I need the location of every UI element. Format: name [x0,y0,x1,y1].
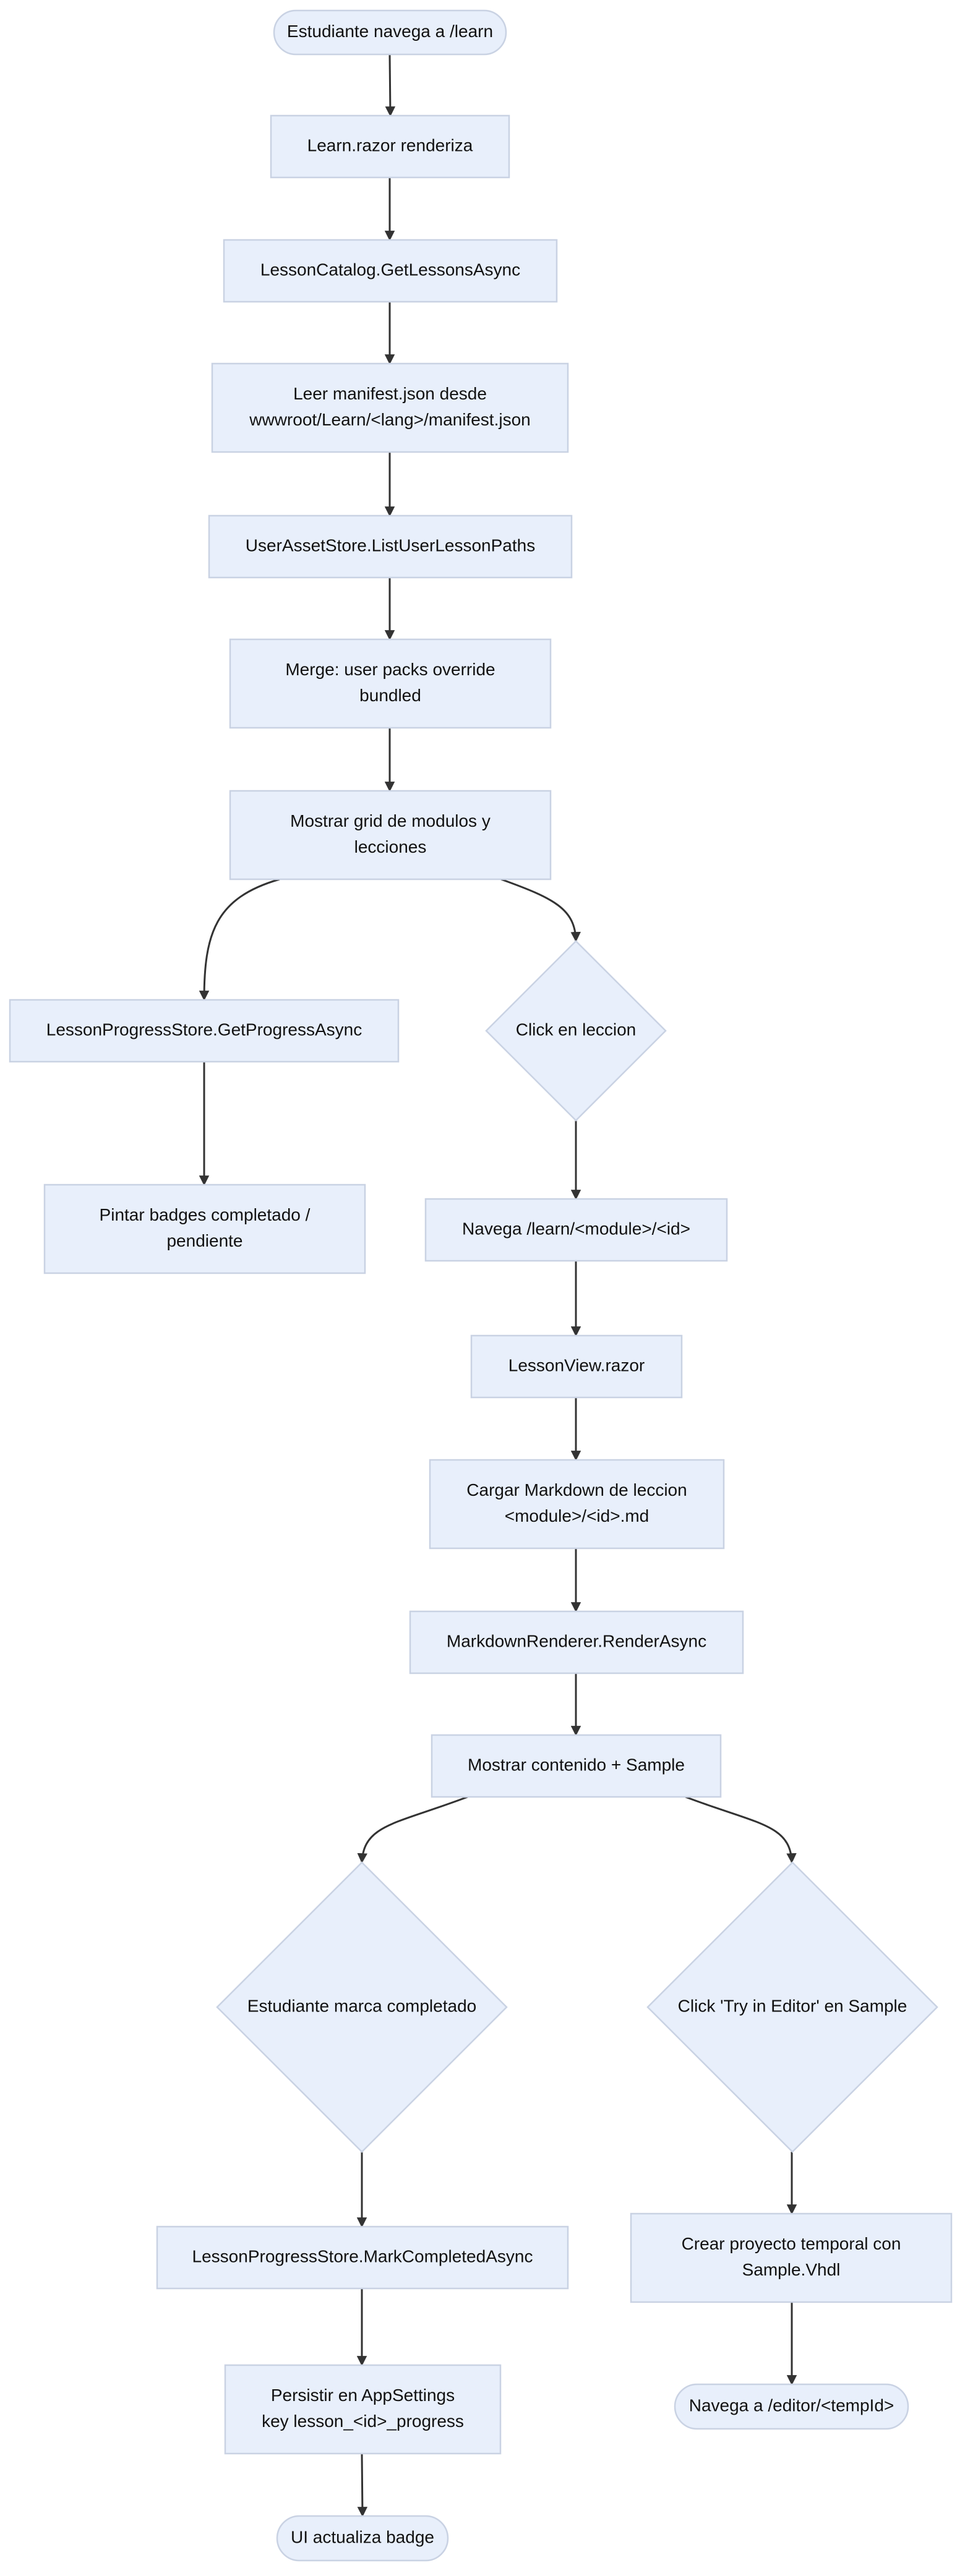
node-ui-update-badge: UI actualiza badge [276,2515,449,2562]
process-box [270,114,510,179]
process-box [156,2225,569,2290]
process-box [208,514,573,579]
node-lesson-view: LessonView.razor [470,1334,683,1399]
node-label-line: wwwroot/Learn/<lang>/manifest.json [249,410,530,429]
process-box [630,2212,953,2303]
node-label-line: Cargar Markdown de leccion [466,1480,687,1499]
process-box [431,1734,722,1798]
node-label-line: Learn.razor renderiza [307,135,473,155]
decision-diamond [646,1861,938,2153]
terminal-pill [276,2515,449,2562]
process-box [224,2364,502,2455]
node-label-line: Mostrar contenido + Sample [468,1755,685,1774]
node-label-line: Merge: user packs override [285,660,495,679]
node-get-progress: LessonProgressStore.GetProgressAsync [9,999,400,1063]
node-persist-settings: Persistir en AppSettings key lesson_<id>_… [224,2364,502,2455]
node-paint-badges: Pintar badges completado / pendiente [43,1184,366,1274]
node-label-line: LessonView.razor [508,1355,645,1375]
edge-show_content-to-mark_completed [357,1796,468,1864]
process-box [211,362,569,453]
process-box [429,1459,725,1550]
node-learn-razor: Learn.razor renderiza [270,114,510,179]
node-label-line: LessonCatalog.GetLessonsAsync [260,260,520,279]
node-read-manifest: Leer manifest.json desde wwwroot/Learn/<l… [211,362,569,453]
node-label-line: Sample.Vhdl [742,2260,841,2279]
node-label-line: Pintar badges completado / [100,1205,311,1224]
node-label-line: LessonProgressStore.GetProgressAsync [46,1020,362,1039]
terminal-pill [273,9,507,56]
node-label-line: bundled [359,686,421,705]
node-label-line: Persistir en AppSettings [271,2386,455,2405]
node-label-line: UI actualiza badge [291,2527,434,2546]
edges-layer [199,54,797,2517]
node-label-line: Mostrar grid de modulos y [290,811,491,830]
node-show-content: Mostrar contenido + Sample [431,1734,722,1798]
node-label-line: LessonProgressStore.MarkCompletedAsync [192,2246,533,2266]
node-try-editor: Click 'Try in Editor' en Sample [646,1861,938,2153]
node-label-line: Click en leccion [516,1020,637,1039]
node-label-line: Leer manifest.json desde [293,384,487,403]
node-label-line: <module>/<id>.md [505,1506,650,1525]
edge-show_content-to-try_editor [685,1796,797,1864]
node-label-line: UserAssetStore.ListUserLessonPaths [246,535,535,555]
node-label-line: Estudiante marca completado [247,1996,476,2015]
process-box [223,239,558,303]
node-show-grid: Mostrar grid de modulos y lecciones [229,790,552,881]
process-box [229,638,552,729]
node-label-line: pendiente [166,1231,242,1250]
edge-show_grid-to-click_lesson [500,878,581,942]
node-label-line: Estudiante navega a /learn [287,22,493,41]
node-start: Estudiante navega a /learn [273,9,507,56]
node-label-line: key lesson_<id>_progress [262,2412,464,2431]
node-mark-completed: Estudiante marca completado [216,1861,508,2153]
node-label-line: lecciones [354,837,427,856]
node-list-user-paths: UserAssetStore.ListUserLessonPaths [208,514,573,579]
node-label-line: Crear proyecto temporal con [682,2234,901,2253]
process-box [43,1184,366,1274]
node-render-markdown: MarkdownRenderer.RenderAsync [409,1610,744,1674]
node-merge: Merge: user packs override bundled [229,638,552,729]
process-box [409,1610,744,1674]
node-label-line: Navega /learn/<module>/<id> [462,1219,690,1238]
node-label-line: Navega a /editor/<tempId> [689,2395,894,2415]
process-box [424,1198,728,1262]
process-box [229,790,552,881]
node-mark-completed-async: LessonProgressStore.MarkCompletedAsync [156,2225,569,2290]
edge-show_grid-to-get_progress [199,878,280,1001]
node-get-lessons: LessonCatalog.GetLessonsAsync [223,239,558,303]
node-label-line: MarkdownRenderer.RenderAsync [447,1631,706,1650]
decision-diamond [216,1861,508,2153]
process-box [470,1334,683,1399]
node-navigate-editor: Navega a /editor/<tempId> [674,2383,909,2430]
process-box [9,999,400,1063]
decision-diamond [485,940,667,1122]
node-label-line: Click 'Try in Editor' en Sample [678,1996,907,2015]
node-load-markdown: Cargar Markdown de leccion <module>/<id>.… [429,1459,725,1550]
terminal-pill [674,2383,909,2430]
node-click-lesson: Click en leccion [485,940,667,1122]
node-navigate-lesson: Navega /learn/<module>/<id> [424,1198,728,1262]
